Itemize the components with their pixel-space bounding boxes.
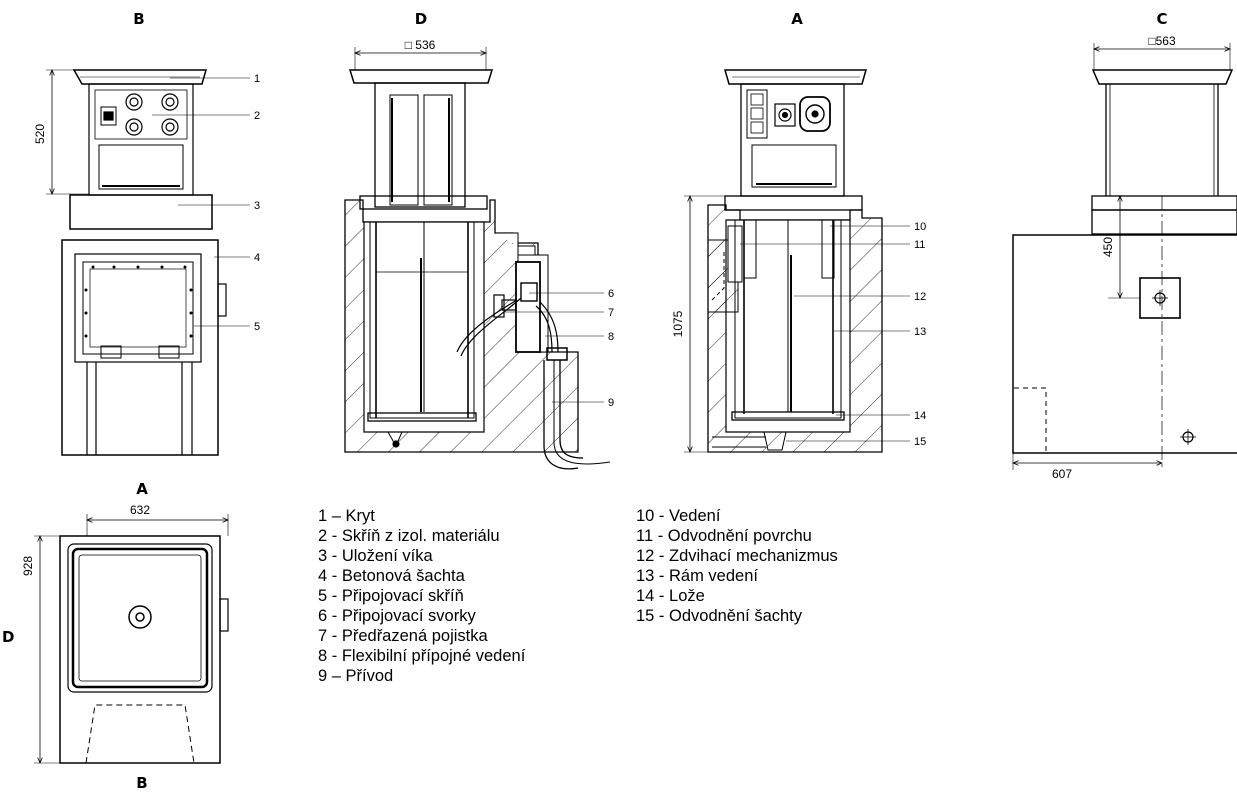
legend-right: 10 - Vedení 11 - Odvodnění povrchu 12 - … (636, 506, 838, 626)
view-label-d: D (415, 10, 427, 28)
callout-6: 6 (608, 288, 614, 300)
legend-left: 1 – Kryt 2 - Skříň z izol. materiálu 3 -… (318, 506, 525, 686)
plan-label-d: D (2, 628, 14, 646)
view-d: D □ 536 (344, 10, 614, 470)
legend-item-13: 13 - Rám vedení (636, 567, 758, 585)
callout-7: 7 (608, 307, 614, 319)
legend-item-6: 6 - Připojovací svorky (318, 607, 476, 625)
legend-item-2: 2 - Skříň z izol. materiálu (318, 527, 500, 545)
callout-8: 8 (608, 331, 614, 343)
dimension-536: □ 536 (405, 38, 436, 52)
legend-item-3: 3 - Uložení víka (318, 547, 433, 565)
callout-4: 4 (254, 252, 260, 264)
legend-item-8: 8 - Flexibilní přípojné vedení (318, 647, 526, 665)
callout-2: 2 (254, 110, 260, 122)
legend-item-4: 4 - Betonová šachta (318, 567, 465, 585)
callout-1: 1 (254, 73, 260, 85)
plan-label-a: A (136, 480, 148, 498)
callout-14: 14 (914, 410, 926, 422)
legend-item-1: 1 – Kryt (318, 507, 375, 525)
plan-view: A B D 632 928 (2, 480, 228, 792)
dimension-607: 607 (1052, 467, 1072, 481)
dimension-1075: 1075 (671, 310, 685, 337)
legend-item-11: 11 - Odvodnění povrchu (636, 527, 812, 545)
callout-3: 3 (254, 200, 260, 212)
dimension-520: 520 (33, 124, 47, 144)
view-b: B (33, 10, 260, 456)
legend-item-7: 7 - Předřazená pojistka (318, 627, 488, 645)
view-a: A (671, 10, 926, 452)
dimension-632: 632 (130, 503, 150, 517)
legend-item-14: 14 - Lože (636, 587, 705, 605)
view-label-a: A (791, 10, 803, 28)
callout-10: 10 (914, 221, 926, 233)
callout-13: 13 (914, 326, 926, 338)
dimension-928: 928 (21, 556, 35, 576)
callout-12: 12 (914, 291, 926, 303)
callout-5: 5 (254, 321, 260, 333)
legend-item-15: 15 - Odvodnění šachty (636, 607, 803, 625)
plan-label-b: B (136, 774, 147, 792)
view-c: C □563 (1013, 10, 1237, 481)
view-label-b: B (133, 10, 144, 28)
legend-item-10: 10 - Vedení (636, 507, 721, 525)
legend-item-5: 5 - Připojovací skříň (318, 587, 464, 605)
callout-15: 15 (914, 436, 926, 448)
dimension-563: □563 (1148, 34, 1176, 48)
view-label-c: C (1156, 10, 1167, 28)
callout-9: 9 (608, 397, 614, 409)
legend-item-9: 9 – Přívod (318, 667, 394, 685)
legend-item-12: 12 - Zdvihací mechanizmus (636, 547, 838, 565)
dimension-450: 450 (1101, 237, 1115, 257)
callout-11: 11 (914, 239, 925, 251)
